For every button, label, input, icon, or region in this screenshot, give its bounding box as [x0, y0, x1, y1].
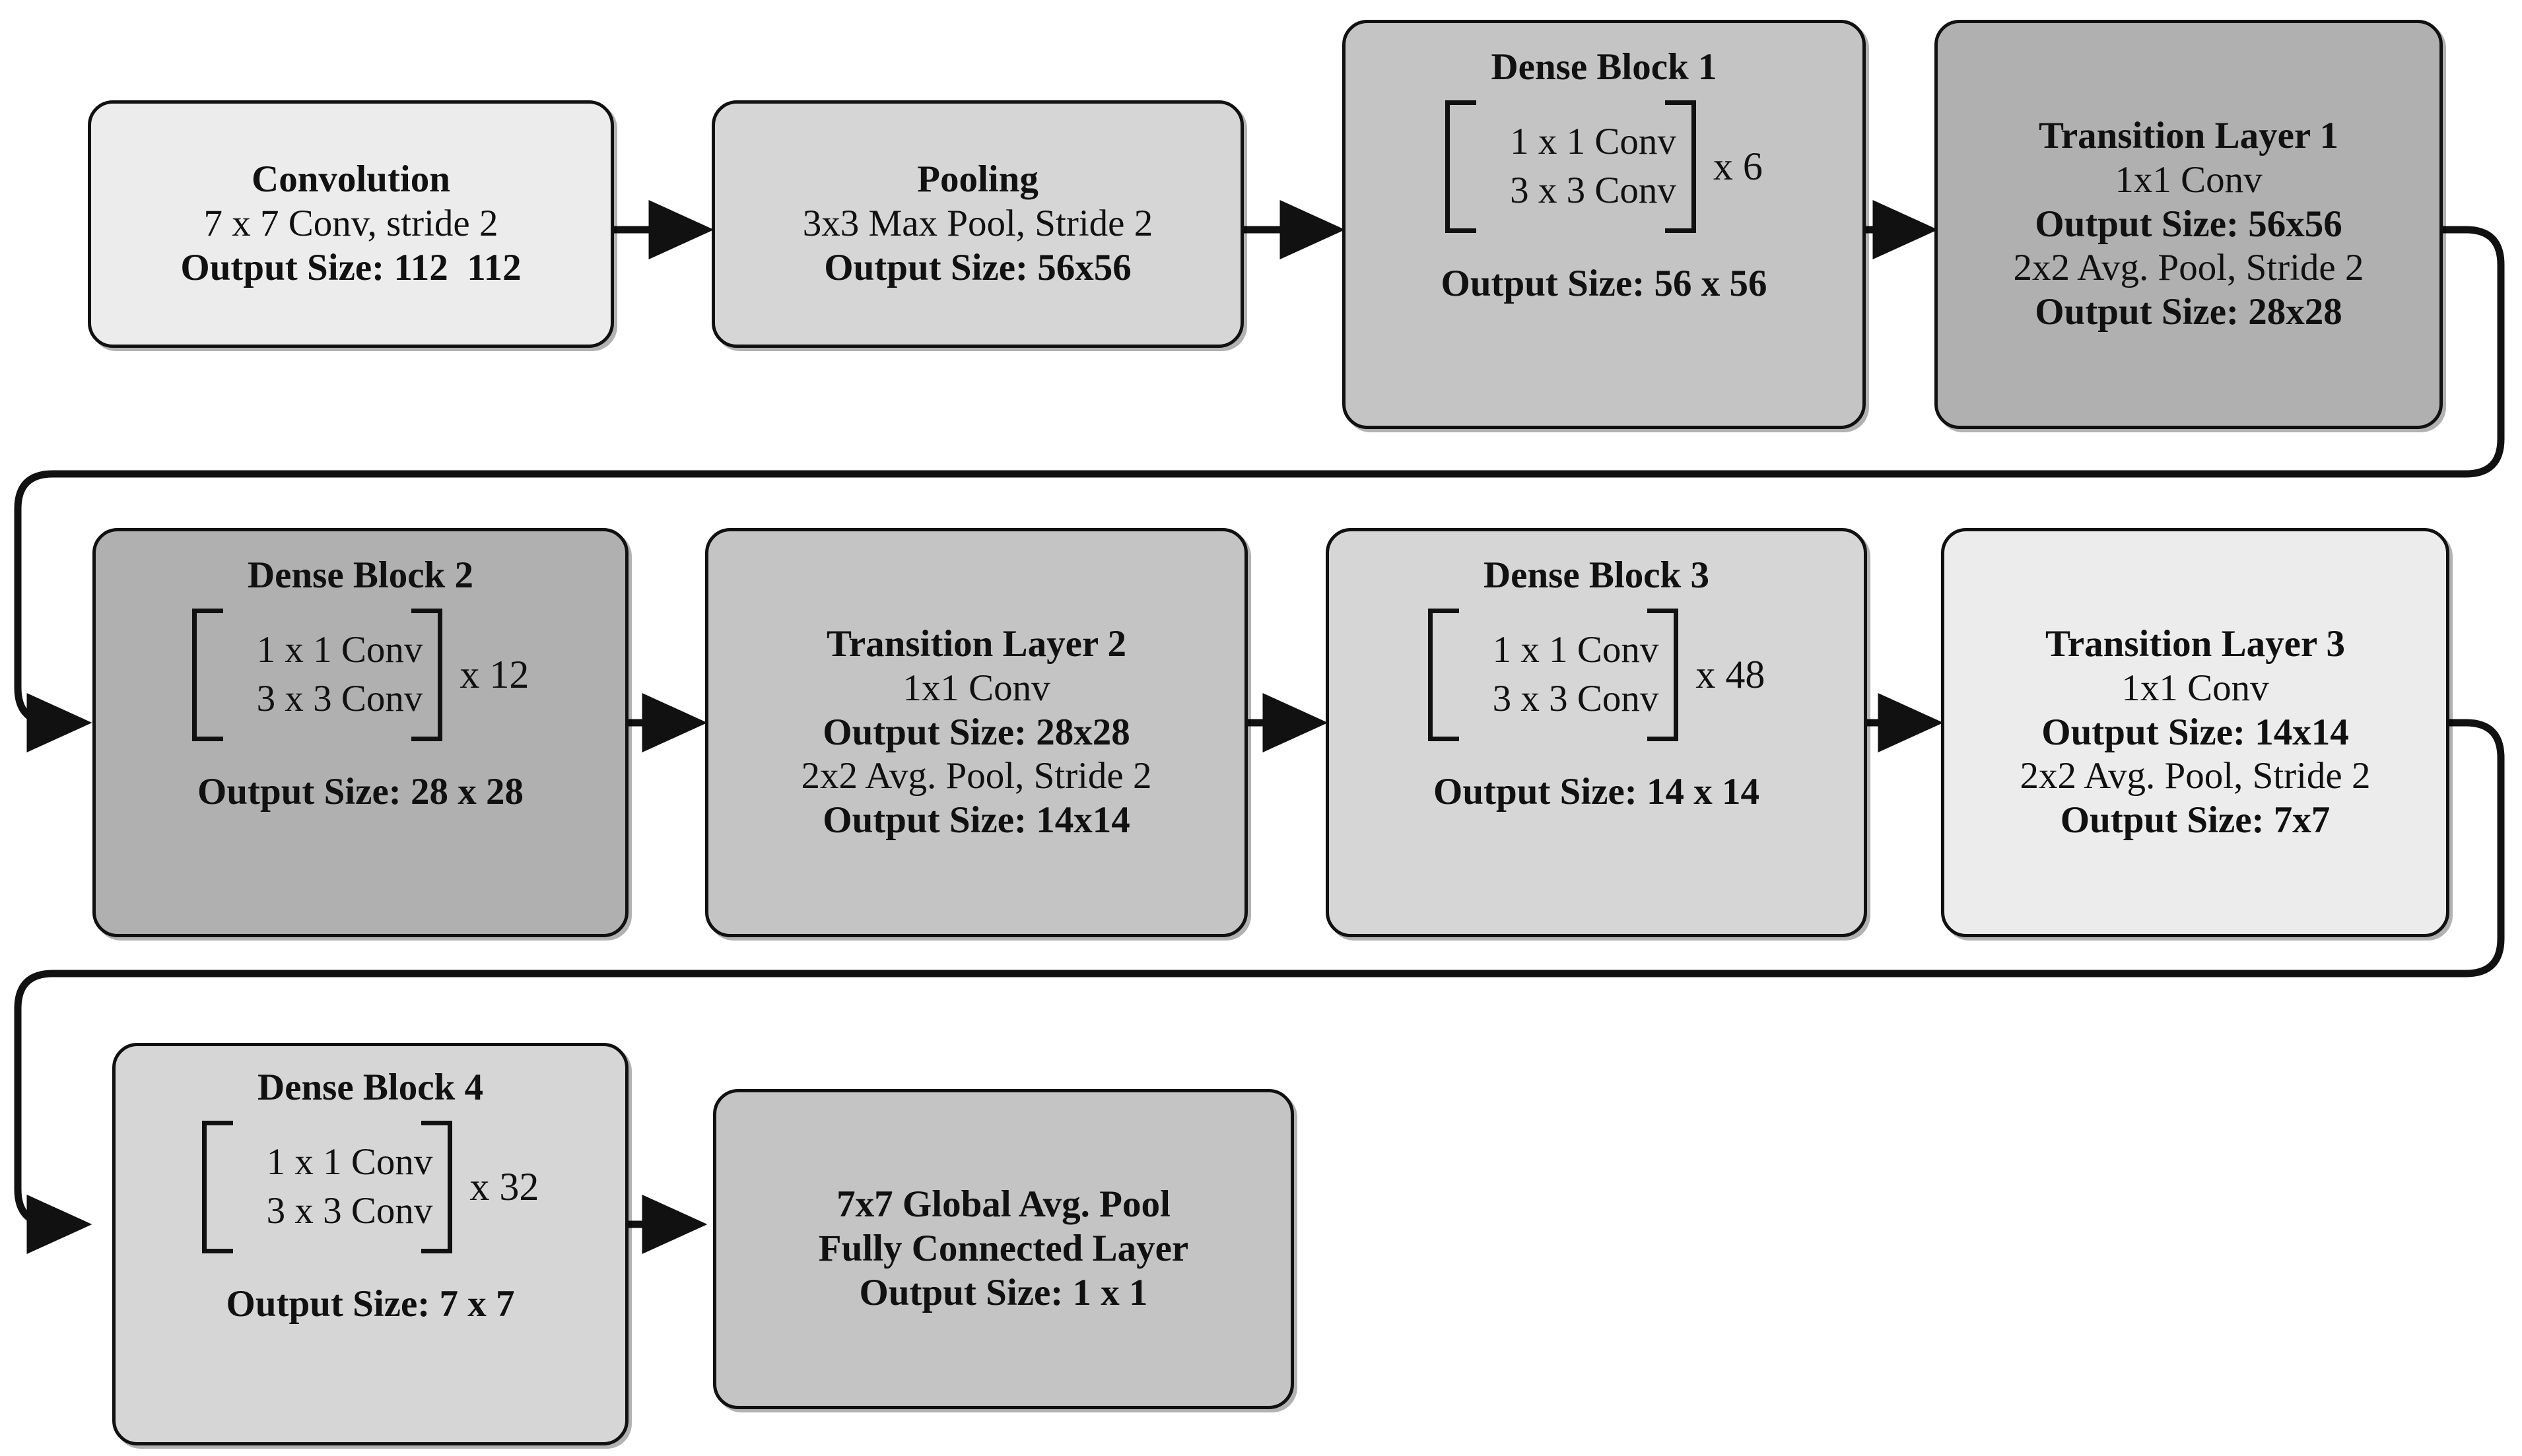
dense-block-4-title: Dense Block 4 — [257, 1067, 483, 1108]
dense-block-4-unit-line-2: 3 x 3 Conv — [266, 1190, 433, 1232]
node-dense-block-4[interactable]: Dense Block 4 1 x 1 Conv 3 x 3 Conv x 32… — [112, 1043, 629, 1445]
dense-block-3-output-size: Output Size: 14 x 14 — [1433, 771, 1760, 813]
node-transition-layer-1[interactable]: Transition Layer 1 1x1 Conv Output Size:… — [1934, 20, 2443, 429]
dense-block-3-bracket: 1 x 1 Conv 3 x 3 Conv — [1427, 608, 1679, 742]
dense-block-1-title: Dense Block 1 — [1491, 46, 1717, 88]
dense-block-4-bracket: 1 x 1 Conv 3 x 3 Conv — [201, 1120, 453, 1254]
dense-block-1-unit-line-2: 3 x 3 Conv — [1510, 170, 1676, 212]
classifier-fully-connected-layer: Fully Connected Layer — [818, 1228, 1189, 1270]
transition-layer-1-pool: 2x2 Avg. Pool, Stride 2 — [2013, 247, 2364, 289]
convolution-op: 7 x 7 Conv, stride 2 — [203, 203, 498, 245]
dense-block-1-unit-line-1: 1 x 1 Conv — [1510, 120, 1676, 162]
classifier-global-avg-pool: 7x7 Global Avg. Pool — [836, 1183, 1171, 1226]
dense-block-3-unit-line-1: 1 x 1 Conv — [1492, 628, 1659, 671]
transition-layer-2-output-size-1: Output Size: 28x28 — [823, 711, 1130, 753]
node-transition-layer-2[interactable]: Transition Layer 2 1x1 Conv Output Size:… — [705, 528, 1248, 937]
transition-layer-3-output-size-1: Output Size: 14x14 — [2041, 711, 2349, 753]
transition-layer-2-conv: 1x1 Conv — [903, 667, 1050, 709]
dense-block-4-repeat-count: x 32 — [469, 1164, 539, 1208]
classifier-output-size: Output Size: 1 x 1 — [859, 1271, 1148, 1313]
dense-block-2-bracket: 1 x 1 Conv 3 x 3 Conv — [191, 608, 443, 742]
dense-block-3-unit-line-2: 3 x 3 Conv — [1492, 678, 1659, 720]
dense-block-1-output-size: Output Size: 56 x 56 — [1441, 263, 1767, 305]
dense-block-4-repeat-unit: 1 x 1 Conv 3 x 3 Conv x 32 — [201, 1120, 539, 1254]
convolution-title: Convolution — [252, 158, 450, 201]
transition-layer-3-pool: 2x2 Avg. Pool, Stride 2 — [2020, 755, 2371, 797]
dense-block-3-repeat-count: x 48 — [1695, 652, 1765, 696]
transition-layer-2-output-size-2: Output Size: 14x14 — [823, 799, 1130, 842]
node-dense-block-3[interactable]: Dense Block 3 1 x 1 Conv 3 x 3 Conv x 48… — [1326, 528, 1867, 937]
transition-layer-2-title: Transition Layer 2 — [827, 623, 1126, 665]
pooling-output-size: Output Size: 56x56 — [824, 246, 1132, 288]
dense-block-3-repeat-unit: 1 x 1 Conv 3 x 3 Conv x 48 — [1427, 608, 1765, 742]
dense-block-3-title: Dense Block 3 — [1483, 554, 1709, 596]
convolution-output-size: Output Size: 112 112 — [180, 246, 522, 288]
node-dense-block-1[interactable]: Dense Block 1 1 x 1 Conv 3 x 3 Conv x 6 … — [1342, 20, 1866, 429]
pooling-op: 3x3 Max Pool, Stride 2 — [802, 203, 1153, 245]
transition-layer-1-title: Transition Layer 1 — [2039, 115, 2338, 157]
dense-block-2-repeat-unit: 1 x 1 Conv 3 x 3 Conv x 12 — [191, 608, 529, 742]
transition-layer-3-conv: 1x1 Conv — [2121, 667, 2269, 709]
pooling-title: Pooling — [917, 158, 1039, 201]
node-classifier[interactable]: 7x7 Global Avg. Pool Fully Connected Lay… — [713, 1089, 1294, 1409]
dense-block-1-repeat-count: x 6 — [1713, 144, 1763, 188]
node-pooling[interactable]: Pooling 3x3 Max Pool, Stride 2 Output Si… — [712, 100, 1244, 348]
dense-block-2-repeat-count: x 12 — [460, 652, 529, 696]
dense-block-2-unit-line-2: 3 x 3 Conv — [256, 678, 423, 720]
transition-layer-1-output-size-1: Output Size: 56x56 — [2035, 203, 2342, 245]
transition-layer-1-output-size-2: Output Size: 28x28 — [2035, 291, 2342, 333]
node-dense-block-2[interactable]: Dense Block 2 1 x 1 Conv 3 x 3 Conv x 12… — [92, 528, 629, 937]
transition-layer-1-conv: 1x1 Conv — [2115, 158, 2263, 201]
transition-layer-3-output-size-2: Output Size: 7x7 — [2060, 799, 2331, 842]
dense-block-2-title: Dense Block 2 — [248, 554, 473, 596]
transition-layer-2-pool: 2x2 Avg. Pool, Stride 2 — [801, 755, 1152, 797]
dense-block-2-unit-line-1: 1 x 1 Conv — [256, 628, 423, 671]
dense-block-4-unit-line-1: 1 x 1 Conv — [266, 1141, 433, 1183]
node-convolution[interactable]: Convolution 7 x 7 Conv, stride 2 Output … — [88, 100, 614, 348]
dense-block-1-bracket: 1 x 1 Conv 3 x 3 Conv — [1445, 100, 1696, 234]
dense-block-1-repeat-unit: 1 x 1 Conv 3 x 3 Conv x 6 — [1445, 100, 1763, 234]
dense-block-2-output-size: Output Size: 28 x 28 — [197, 771, 524, 813]
transition-layer-3-title: Transition Layer 3 — [2045, 623, 2345, 665]
dense-block-4-output-size: Output Size: 7 x 7 — [226, 1283, 515, 1325]
node-transition-layer-3[interactable]: Transition Layer 3 1x1 Conv Output Size:… — [1941, 528, 2449, 937]
